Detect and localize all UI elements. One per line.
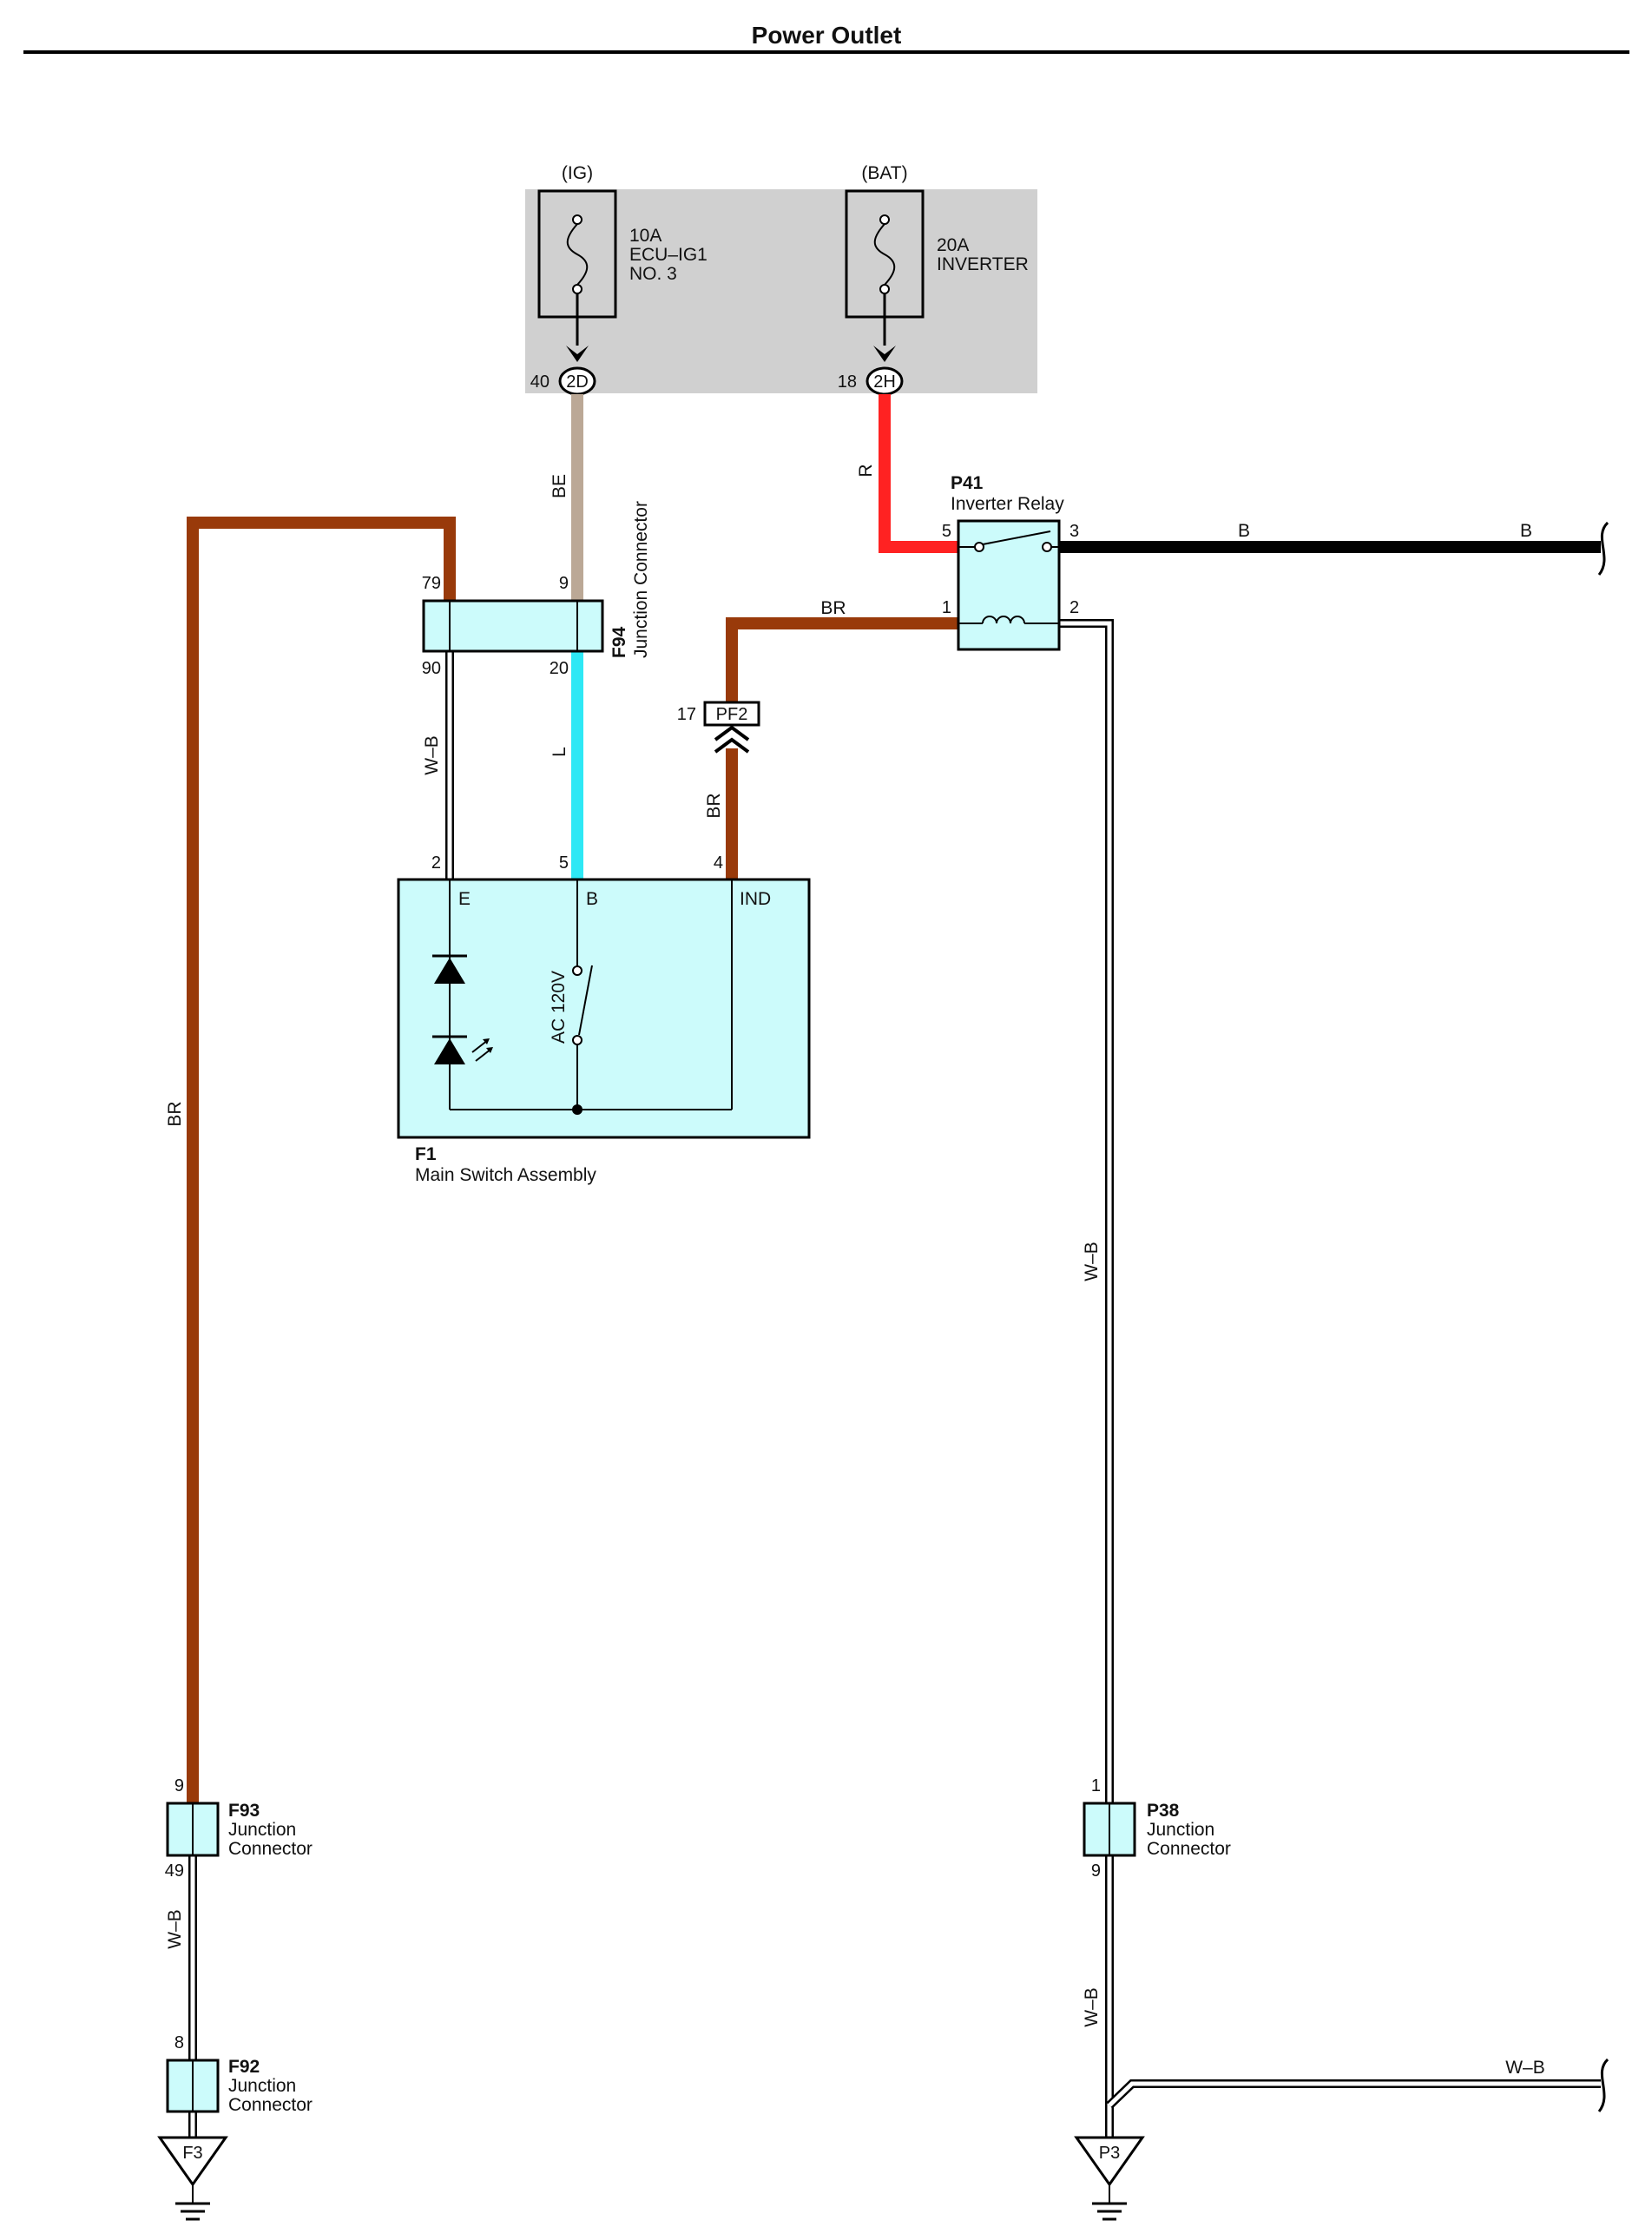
- wire-br-relay: [726, 617, 958, 705]
- fuse2-rating: 20A: [937, 235, 969, 255]
- wire-br-ind-label: BR: [704, 793, 724, 818]
- f94-pin-9: 9: [559, 574, 569, 593]
- relay-pin-2: 2: [1070, 598, 1079, 617]
- diode-icon: [434, 958, 465, 984]
- p38-name-line2: Connector: [1147, 1839, 1231, 1859]
- f92-name-line2: Connector: [228, 2095, 313, 2115]
- ground-point-icon: [1074, 2136, 1145, 2187]
- fuse-box: (IG) (BAT) 10A ECU–IG1 NO. 3 2D 40 20A: [525, 163, 1037, 396]
- ground-point-icon: [157, 2136, 228, 2187]
- p38-id: P38: [1147, 1801, 1180, 1821]
- wire-b-label-2: B: [1520, 521, 1532, 541]
- switch-pin-2: 2: [431, 853, 441, 873]
- ground-f3-label: F3: [182, 2144, 202, 2163]
- relay-name: Inverter Relay: [951, 494, 1064, 514]
- fuse-element-icon: [566, 223, 589, 286]
- fuse-ecu-ig1-no3: 10A ECU–IG1 NO. 3 2D 40: [530, 189, 708, 396]
- connector-pf2: PF2 17: [677, 701, 760, 754]
- junction-connector-f94: 79 9 90 20 F94 Junction Connector: [422, 501, 651, 678]
- pin-40: 40: [530, 372, 550, 392]
- wire-r: [879, 394, 958, 553]
- fuse1-number: NO. 3: [629, 264, 677, 284]
- junction-connector-p38: 1 9 P38 Junction Connector: [1083, 1776, 1231, 1881]
- wire-br-left: [187, 517, 456, 1803]
- wire-r-label: R: [856, 464, 876, 477]
- f94-name: Junction Connector: [631, 501, 651, 658]
- wire-wb-p38-label: W–B: [1082, 1987, 1102, 2027]
- wire-b-label-1: B: [1238, 521, 1250, 541]
- diagram-title: Power Outlet: [752, 22, 902, 49]
- junction-connector-f92: 8 F92 Junction Connector: [166, 2033, 313, 2115]
- relay-coil-icon: [982, 616, 1025, 624]
- relay-pin-3: 3: [1070, 522, 1079, 541]
- chevron-up-icon: [714, 737, 750, 754]
- f93-pin-49: 49: [165, 1861, 184, 1881]
- wire-wb-ground-branch: [1106, 2079, 1601, 2109]
- p38-pin-1: 1: [1091, 1776, 1101, 1795]
- connector-2d-label: 2D: [566, 372, 589, 392]
- fuse-box-ig-label: (IG): [562, 163, 593, 183]
- switch-contact-icon: [578, 965, 593, 1036]
- wire-br-left-label: BR: [165, 1101, 185, 1126]
- wire-break-icon: [1597, 2058, 1609, 2112]
- p38-pin-9: 9: [1091, 1861, 1101, 1881]
- relay-id: P41: [951, 473, 984, 493]
- fuse-box-bat-label: (BAT): [861, 163, 907, 183]
- wire-wb-f94-label: W–B: [422, 735, 442, 775]
- f93-name-line1: Junction: [228, 1820, 296, 1840]
- wire-break-icon: [1597, 521, 1609, 576]
- relay-pin-5: 5: [942, 522, 951, 541]
- f94-id: F94: [609, 626, 629, 658]
- wire-be-label: BE: [550, 474, 569, 498]
- inverter-relay-p41: P41 Inverter Relay 5 3 1 2: [942, 473, 1079, 651]
- chevron-up-icon: [714, 725, 750, 741]
- fuse1-rating: 10A: [629, 226, 661, 246]
- pf2-pin-17: 17: [677, 705, 696, 724]
- f92-name-line1: Junction: [228, 2076, 296, 2096]
- wire-br-relay-label: BR: [820, 598, 846, 618]
- pin-18: 18: [838, 372, 857, 392]
- main-switch-assembly-f1: 2 5 4 E B IND AC 120V F1 Main Switch Ass…: [397, 853, 811, 1185]
- f94-pin-20: 20: [550, 659, 569, 678]
- switch-terminal-e: E: [458, 889, 471, 909]
- f94-pin-79: 79: [422, 574, 441, 593]
- chevron-down-icon: [566, 346, 589, 362]
- f92-pin-8: 8: [174, 2033, 184, 2052]
- switch-terminal-ind: IND: [740, 889, 771, 909]
- switch-pin-4: 4: [714, 853, 723, 873]
- connector-2h-label: 2H: [873, 372, 896, 392]
- wire-wb-ground-label: W–B: [1505, 2058, 1545, 2078]
- chevron-down-icon: [873, 346, 896, 362]
- f94-pin-90: 90: [422, 659, 441, 678]
- relay-pin-1: 1: [942, 598, 951, 617]
- fuse2-name: INVERTER: [937, 254, 1029, 274]
- f93-id: F93: [228, 1801, 260, 1821]
- junction-connector-f93: 9 49 F93 Junction Connector: [165, 1776, 313, 1881]
- f92-id: F92: [228, 2057, 260, 2077]
- switch-name: Main Switch Assembly: [415, 1165, 596, 1185]
- led-icon: [434, 1038, 465, 1064]
- wire-wb-relay: [1059, 619, 1114, 1803]
- switch-pin-5: 5: [559, 853, 569, 873]
- ground-f3: F3: [157, 2136, 228, 2221]
- pf2-label: PF2: [716, 705, 748, 724]
- ground-p3: P3: [1074, 2136, 1145, 2221]
- wire-wb-f93-label: W–B: [165, 1909, 185, 1949]
- wire-wb-relay-label: W–B: [1082, 1242, 1102, 1281]
- fuse-element-icon: [873, 223, 896, 286]
- relay-contact-icon: [982, 530, 1051, 545]
- p38-name-line1: Junction: [1147, 1820, 1214, 1840]
- switch-id: F1: [415, 1144, 437, 1164]
- fuse1-name: ECU–IG1: [629, 245, 708, 265]
- wire-l-label: L: [550, 747, 569, 757]
- switch-ac-label: AC 120V: [549, 971, 569, 1044]
- f93-name-line2: Connector: [228, 1839, 313, 1859]
- f93-pin-9: 9: [174, 1776, 184, 1795]
- switch-terminal-b: B: [586, 889, 598, 909]
- ground-p3-label: P3: [1099, 2144, 1120, 2163]
